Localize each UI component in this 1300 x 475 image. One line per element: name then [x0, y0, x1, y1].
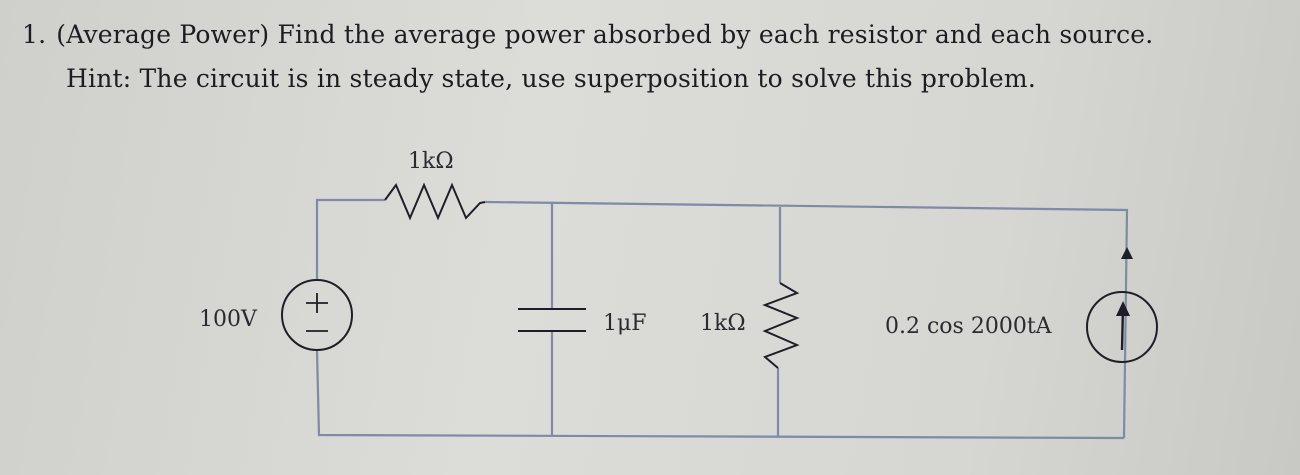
current-source: 0.2 cos 2000tA	[885, 247, 1158, 363]
problem-number: 1.	[22, 20, 47, 49]
current-direction-arrow-icon	[1121, 247, 1133, 259]
voltage-source-label: 100V	[199, 307, 258, 332]
problem-title-text: (Average Power) Find the average power a…	[56, 20, 1154, 49]
problem-line-1: 1. (Average Power) Find the average power…	[22, 20, 1153, 49]
voltage-source: 100V	[199, 279, 353, 351]
capacitor-label: 1μF	[603, 311, 647, 336]
current-source-label: 0.2 cos 2000tA	[885, 314, 1053, 339]
shunt-resistor: 1kΩ	[700, 282, 800, 369]
shunt-resistor-label: 1kΩ	[700, 311, 746, 336]
capacitor: 1μF	[518, 308, 647, 336]
series-resistor-label: 1kΩ	[408, 149, 454, 174]
series-resistor: 1kΩ	[384, 149, 486, 221]
problem-hint: Hint: The circuit is in steady state, us…	[66, 64, 1036, 93]
